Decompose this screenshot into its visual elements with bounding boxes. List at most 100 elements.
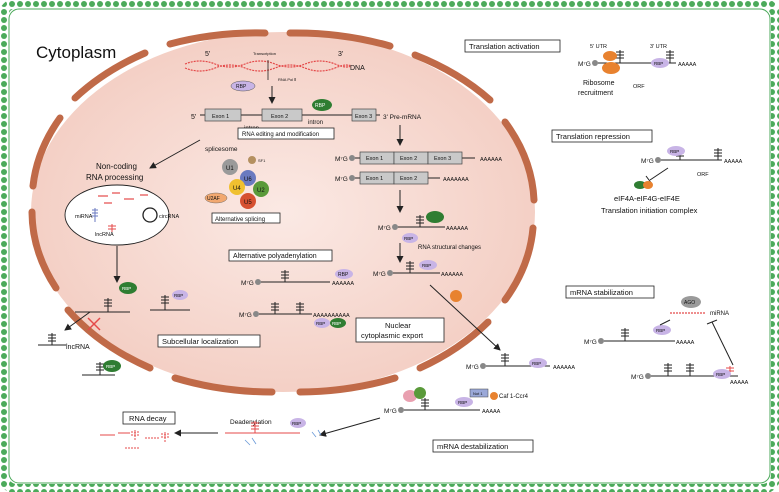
lncrna-inner-label: lncRNA (95, 232, 114, 238)
loc-rbp-2-label: RBP (174, 293, 183, 298)
destab-factor-green (414, 387, 426, 399)
apa-cap-1 (255, 279, 261, 285)
struct-rbp-purple (402, 233, 418, 243)
cap-1 (349, 155, 355, 161)
not1-label: Not 1 (473, 391, 483, 396)
destab-cap (398, 407, 404, 413)
stab-rbp-1 (653, 325, 671, 335)
export-rbp-label: RBP (422, 263, 431, 268)
stab-mrna-1 (604, 328, 675, 342)
arrow-noncoding (149, 139, 201, 169)
premrna-5prime: 5' (191, 114, 196, 121)
ta-3utr: 3' UTR (650, 44, 667, 50)
export-label-2: cytoplasmic export (361, 331, 424, 340)
translation-activation-label: Translation activation (469, 42, 540, 51)
tr-rbp (667, 146, 685, 156)
struct-mrna (398, 215, 445, 228)
exp-rbp (529, 358, 547, 368)
u4-shape (229, 179, 245, 195)
cap-2 (349, 175, 355, 181)
tr-rbp-label: RBP (670, 149, 679, 154)
nuclear-envelope (28, 29, 538, 396)
mrna2-exon2-label: Exon 2 (400, 176, 417, 182)
alt-splicing-label: Alternative splicing (215, 217, 265, 223)
exon3-label: Exon 3 (355, 114, 372, 120)
ta-rbp-label: RBP (654, 61, 663, 66)
decay-fragments (100, 430, 169, 449)
exon2-box (261, 108, 303, 122)
not1-box (469, 388, 489, 398)
stab-rbp-1-label: RBP (656, 328, 665, 333)
rna-structural-label: RNA structural changes (418, 245, 481, 251)
apa-rbp-2 (314, 318, 330, 328)
dead-rbp-label: RBP (292, 421, 301, 426)
subcellular-box (157, 334, 261, 348)
tr-m7g: M⁷G (641, 158, 654, 165)
destab-mrna (404, 398, 480, 411)
rbp-intron (312, 99, 332, 111)
loc-rbp-1 (119, 282, 137, 294)
apa-m7g-1: M⁷G (241, 280, 254, 287)
arrow-export (429, 284, 501, 351)
exp-polya: AAAAAA (553, 365, 575, 371)
destab-polya: AAAAA (482, 409, 501, 415)
caf1-shape (490, 392, 498, 400)
mrna-stabilization-label: mRNA stabilization (570, 288, 633, 297)
rna-editing-label: RNA editing and modification (242, 132, 319, 138)
rna-pol-label: RNA Pol Ⅱ (278, 77, 296, 82)
tr-cap (655, 157, 661, 163)
circrna-label: circRNA (159, 214, 179, 220)
ta-cap (592, 60, 598, 66)
export-cap (387, 270, 393, 276)
export-m7g: M⁷G (373, 271, 386, 278)
sf1-label: SF1 (258, 158, 266, 163)
apa-rbp-1-label: RBP (338, 272, 349, 278)
exon1-label: Exon 1 (212, 114, 229, 120)
dna-label: DNA (350, 65, 365, 72)
ribosome-large (602, 62, 620, 74)
transcription-label: Transcription (253, 51, 276, 56)
dead-fragments (244, 429, 322, 446)
stab-cap-1 (598, 338, 604, 344)
struct-cap (392, 224, 398, 230)
noncoding-label-1: Non-coding (96, 162, 137, 171)
stab-mirna-label: miRNA (710, 311, 729, 317)
ribosome-small (603, 51, 617, 61)
exp-rbp-label: RBP (532, 361, 541, 366)
alt-splicing-box (211, 212, 281, 224)
splicesome-label: splicesome (205, 146, 238, 153)
u1-label: U1 (226, 166, 234, 172)
dna-5prime: 5' (205, 51, 210, 58)
sf1-shape (248, 156, 256, 164)
m7g-1: M⁷G (335, 156, 348, 163)
export-box (355, 317, 445, 343)
loc-rbp-3-label: RBP (106, 364, 115, 369)
rna-decay-label: RNA decay (129, 414, 167, 423)
exon1-box (204, 108, 242, 122)
apa-mrna-2 (259, 302, 312, 315)
apa-polya-2: AAAAAAAAAA (313, 313, 350, 319)
ncrna-fragments (98, 192, 148, 204)
u2af-label: U2AF (207, 196, 220, 202)
struct-m7g: M⁷G (378, 225, 391, 232)
destab-rbp-label: RBP (458, 400, 467, 405)
stab-link (659, 319, 671, 326)
stab-cap-2 (645, 373, 651, 379)
struct-rbp-green (426, 211, 444, 223)
cytoplasm-label: Cytoplasm (36, 43, 116, 62)
localized-rna-2 (150, 295, 190, 311)
apa-rbp-3-label: RBP (332, 321, 341, 326)
noncoding-label-2: RNA processing (86, 173, 143, 182)
translation-repression-box (551, 129, 653, 143)
caf1-label: Caf 1-Ccr4 (499, 394, 529, 400)
eif-shape-1 (634, 181, 646, 189)
lncrna-label: lncRNA (66, 344, 90, 351)
eif-complex-label: eIF4A-eIF4G-eIF4E (614, 194, 680, 203)
loc-rbp-3 (103, 360, 121, 372)
arrow-deadenylation (319, 417, 381, 437)
premrna-label: 3' Pre-mRNA (383, 114, 422, 121)
ncrna-oval (64, 184, 170, 246)
ribosome-label-2: recruitment (578, 90, 613, 97)
